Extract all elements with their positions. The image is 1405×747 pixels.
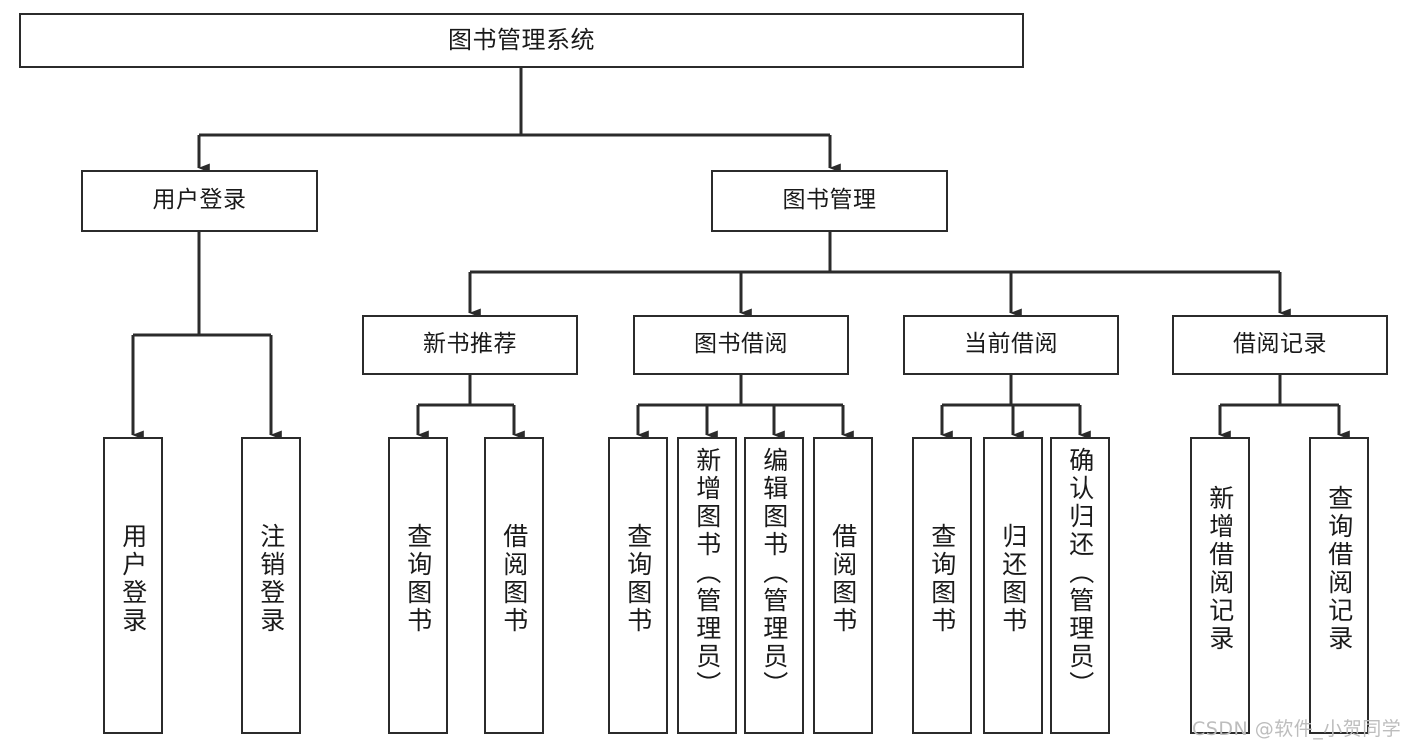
node-book-borrow-label: 图书借阅	[694, 331, 788, 358]
leaf-confirm-return-label: 确认归还（管理员）	[1065, 447, 1095, 699]
node-new-book-rec[interactable]: 新书推荐	[362, 315, 578, 375]
leaf-query-book-3[interactable]: 查询图书	[912, 437, 972, 734]
node-user-login[interactable]: 用户登录	[81, 170, 318, 232]
leaf-borrow-book-1-label: 借阅图书	[499, 523, 529, 635]
node-borrow-record[interactable]: 借阅记录	[1172, 315, 1388, 375]
node-user-login-label: 用户登录	[152, 187, 247, 214]
csdn-watermark: CSDN @软件_小贺同学	[1192, 718, 1402, 740]
leaf-user-login[interactable]: 用户登录	[103, 437, 163, 734]
node-root[interactable]: 图书管理系统	[19, 13, 1024, 68]
leaf-edit-book-label: 编辑图书（管理员）	[759, 447, 789, 699]
leaf-add-book-label: 新增图书（管理员）	[692, 447, 722, 699]
leaf-user-login-label: 用户登录	[118, 523, 148, 635]
node-new-book-rec-label: 新书推荐	[423, 331, 517, 358]
node-book-borrow[interactable]: 图书借阅	[633, 315, 849, 375]
leaf-return-book[interactable]: 归还图书	[983, 437, 1043, 734]
leaf-query-book-3-label: 查询图书	[927, 523, 957, 635]
node-book-manage[interactable]: 图书管理	[711, 170, 948, 232]
leaf-logout-label: 注销登录	[256, 523, 286, 635]
leaf-add-record[interactable]: 新增借阅记录	[1190, 437, 1250, 734]
node-current-borrow[interactable]: 当前借阅	[903, 315, 1119, 375]
node-borrow-record-label: 借阅记录	[1233, 331, 1327, 358]
leaf-confirm-return[interactable]: 确认归还（管理员）	[1050, 437, 1110, 734]
leaf-edit-book[interactable]: 编辑图书（管理员）	[744, 437, 804, 734]
leaf-add-book[interactable]: 新增图书（管理员）	[677, 437, 737, 734]
leaf-borrow-book-2-label: 借阅图书	[828, 523, 858, 635]
leaf-return-book-label: 归还图书	[998, 523, 1028, 635]
node-root-label: 图书管理系统	[448, 26, 595, 55]
leaf-query-record-label: 查询借阅记录	[1324, 485, 1354, 653]
leaf-borrow-book-1[interactable]: 借阅图书	[484, 437, 544, 734]
leaf-query-record[interactable]: 查询借阅记录	[1309, 437, 1369, 734]
node-current-borrow-label: 当前借阅	[964, 331, 1058, 358]
leaf-add-record-label: 新增借阅记录	[1205, 485, 1235, 653]
node-book-manage-label: 图书管理	[782, 187, 877, 214]
leaf-query-book-1-label: 查询图书	[403, 523, 433, 635]
leaf-query-book-2[interactable]: 查询图书	[608, 437, 668, 734]
leaf-logout[interactable]: 注销登录	[241, 437, 301, 734]
leaf-query-book-2-label: 查询图书	[623, 523, 653, 635]
leaf-borrow-book-2[interactable]: 借阅图书	[813, 437, 873, 734]
leaf-query-book-1[interactable]: 查询图书	[388, 437, 448, 734]
